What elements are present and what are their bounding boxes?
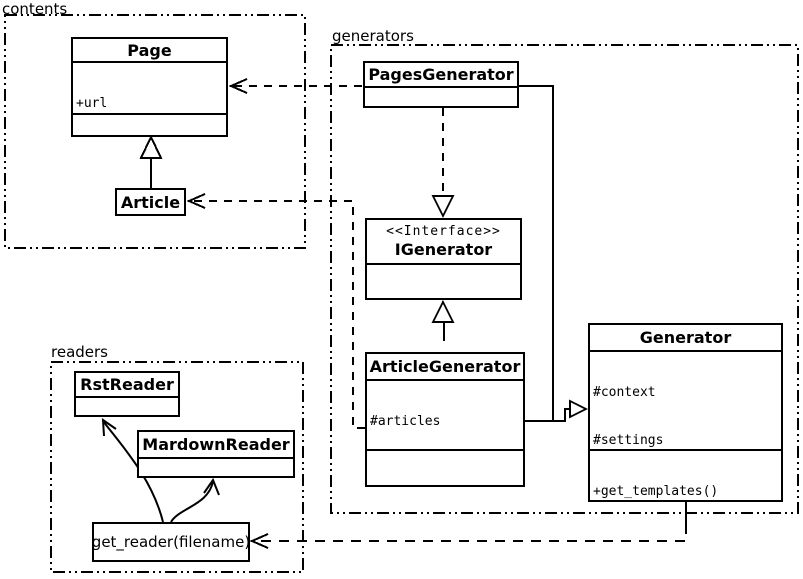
function-box-get-reader: get_reader(filename) [92, 522, 250, 562]
class-title-mardownreader: MardownReader [142, 435, 290, 454]
class-box-mardownreader: MardownReader +read() [137, 430, 295, 478]
class-attributes-pagesgenerator: #pages [365, 86, 517, 106]
method: +get_templates() [593, 484, 719, 499]
class-title-article: Article [120, 192, 181, 212]
class-title-articlegenerator: ArticleGenerator [369, 357, 521, 376]
class-box-articlegenerator: ArticleGenerator #articles #dates #tags … [365, 352, 525, 487]
class-attributes-generator: #context #settings #path #theme #output_… [590, 350, 781, 449]
package-label-contents: contents [2, 0, 68, 18]
edge-pagesgenerator-depends-page [228, 78, 363, 94]
edge-pagesgenerator-realizes-igenerator [431, 108, 455, 219]
attribute: +url [76, 96, 108, 111]
attribute: #articles [370, 414, 441, 429]
edge-generator-depends-getreader [249, 502, 687, 549]
class-box-rstreader: RstReader +read() [74, 371, 180, 417]
edge-articlegenerator-depends-article [186, 193, 365, 429]
class-title-rstreader: RstReader [80, 375, 174, 394]
package-label-generators: generators [332, 27, 414, 45]
class-title-igenerator: <<Interface>> IGenerator [367, 220, 520, 263]
edge-articlegenerator-generalizes-igenerator [431, 299, 455, 341]
edge-getreader-to-mardownreader [170, 477, 220, 523]
package-frame-readers [50, 361, 304, 573]
class-methods-rstreader: +read() [76, 396, 178, 415]
class-box-generator: Generator #context #settings #path #them… [588, 323, 783, 502]
class-box-igenerator: <<Interface>> IGenerator +generate_conte… [365, 218, 522, 300]
package-label-readers: readers [51, 343, 108, 361]
class-methods-articlegenerator: +generate_feeds() +generate_pages() [367, 449, 523, 485]
class-box-pagesgenerator: PagesGenerator #pages [363, 61, 519, 108]
attribute: #context [593, 385, 656, 400]
class-methods-generator: +get_templates() +get_files(path,exclude… [590, 449, 781, 500]
method: +generate_feeds() [370, 484, 522, 485]
attribute: #settings [593, 433, 664, 448]
class-attributes-articlegenerator: #articles #dates #tags #categories [367, 379, 523, 449]
class-methods-igenerator: +generate_context() +generate_output() [367, 263, 520, 298]
class-box-page: Page +url +slug +summary +check_properti… [71, 37, 228, 137]
class-methods-mardownreader: +read() [139, 457, 293, 476]
function-label: get_reader(filename) [91, 533, 251, 551]
class-attributes-page: +url +slug +summary [73, 61, 226, 113]
edge-generators-generalize-generator [519, 85, 589, 422]
class-name: IGenerator [394, 240, 493, 259]
edge-getreader-to-rstreader [101, 418, 164, 523]
class-methods-page: +check_properties() [73, 113, 226, 135]
edge-article-generalizes-page [139, 134, 163, 188]
class-title-generator: Generator [639, 328, 732, 347]
package-frame-generators [330, 44, 799, 514]
class-stereotype: <<Interface>> [386, 224, 501, 239]
class-title-page: Page [127, 40, 172, 60]
class-title-pagesgenerator: PagesGenerator [368, 65, 514, 84]
class-box-article: Article [115, 188, 186, 216]
package-frame-contents [4, 14, 306, 249]
